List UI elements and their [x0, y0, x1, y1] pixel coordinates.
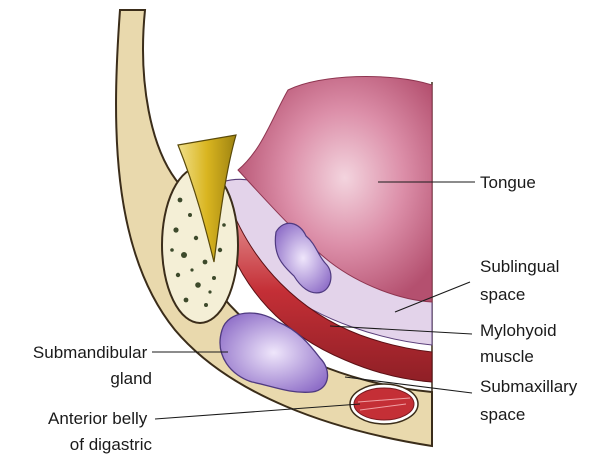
anterior-belly-of-digastric-label: Anterior belly of digastric	[48, 409, 152, 454]
tongue-label: Tongue	[480, 173, 536, 192]
anterior-belly-of-digastric-muscle	[350, 384, 418, 424]
submandibular-gland-label: Submandibular gland	[33, 343, 152, 388]
submaxillary-space-label: Submaxillary space	[480, 377, 582, 424]
sublingual-space-label: Sublingual space	[480, 257, 564, 304]
mylohyoid-muscle-label: Mylohyoid muscle	[480, 321, 561, 366]
